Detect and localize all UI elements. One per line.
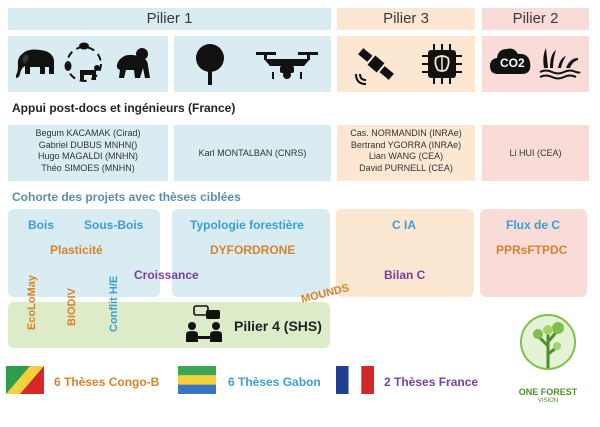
co2-cloud-icon: [490, 48, 531, 74]
project-cia: C IA: [392, 218, 416, 232]
project-box-4: [480, 209, 587, 297]
pilier-1-header-box: [8, 8, 331, 30]
project-sous-bois: Sous-Bois: [84, 218, 144, 232]
project-box-3: [336, 209, 474, 297]
legend-gabon: 6 Thèses Gabon: [228, 375, 321, 389]
appui-section-title: Appui post-docs et ingénieurs (France): [12, 101, 236, 115]
legend-france: 2 Thèses France: [384, 375, 479, 389]
project-bois: Bois: [28, 218, 55, 232]
project-box-1: [8, 209, 160, 297]
project-typologie: Typologie forestière: [190, 218, 304, 232]
staff-list-1: Begum KACAMAK (Cirad) Gabriel DUBUS MNHN…: [8, 128, 168, 174]
project-plasticite: Plasticité: [50, 243, 103, 257]
pilier-4-box: [8, 302, 330, 348]
drone-icon: [256, 52, 318, 79]
staff-name: Théo SIMOES (MNHN): [41, 162, 135, 173]
staff-name: Lian WANG (CEA): [368, 151, 444, 161]
pilier-2-label: Pilier 2: [512, 10, 559, 27]
project-pprsftpdc: PPRsFTPDC: [496, 243, 568, 257]
project-croissance: Croissance: [134, 268, 199, 282]
legend-congo: 6 Thèses Congo-B: [54, 375, 160, 389]
staff-box-2: [174, 125, 331, 181]
ai-chip-icon: [422, 44, 462, 84]
discussion-people-icon: [186, 305, 222, 342]
project-conflit-he: Conflit H/E: [108, 275, 120, 332]
project-dyfordrone: DYFORDRONE: [210, 243, 296, 257]
pilier-1-label: Pilier 1: [146, 10, 193, 27]
co2-label: CO2: [500, 56, 525, 70]
staff-box-3: [337, 125, 475, 181]
staff-box-1: [8, 125, 168, 181]
logo-subtitle: VISION: [537, 398, 559, 404]
staff-name: Cas. NORMANDIN (INRAe): [350, 128, 462, 138]
staff-name: Gabriel DUBUS MNHN(): [38, 139, 138, 150]
elephant-icon: [16, 49, 54, 78]
staff-list-4: Li HUI (CEA): [482, 148, 589, 160]
staff-name: Hugo MAGALDI (MNHN): [37, 151, 138, 161]
gabon-flag-icon: [178, 366, 216, 394]
staff-box-4: [482, 125, 589, 181]
staff-name: David PURNELL (CEA): [359, 162, 453, 173]
tree-icon: [196, 44, 224, 85]
satellite-icon: [355, 48, 394, 85]
pilier-3-header-box: [337, 8, 475, 30]
congo-flag-icon: [6, 366, 44, 394]
staff-name: Bertrand YGORRA (INRAe): [350, 139, 462, 150]
pilier-4-label: Pilier 4 (SHS): [234, 318, 322, 334]
project-box-2: [172, 209, 330, 297]
biodiversity-cycle-icon: [64, 42, 102, 82]
staff-list-2: Karl MONTALBAN (CNRS): [174, 148, 331, 160]
pilier-3-label: Pilier 3: [383, 10, 429, 27]
gorilla-icon: [116, 48, 150, 78]
project-biodiv: BIODIV: [66, 288, 78, 326]
staff-list-3: Cas. NORMANDIN (INRAe) Bertrand YGORRA (…: [337, 128, 475, 174]
staff-name: Li HUI (CEA): [509, 148, 562, 158]
cohorte-section-title: Cohorte des projets avec thèses ciblées: [12, 190, 241, 204]
staff-name: Karl MONTALBAN (CNRS): [198, 148, 307, 158]
logo-name: ONE FOREST: [518, 387, 578, 397]
project-ecolomay: EcoLoMay: [26, 274, 38, 330]
france-flag-icon: [336, 366, 374, 394]
project-flux-de-c: Flux de C: [506, 218, 561, 232]
staff-name: Begum KACAMAK (Cirad): [35, 128, 141, 138]
wetland-icon: [539, 48, 581, 80]
project-bilan-c: Bilan C: [384, 268, 426, 282]
one-forest-vision-logo: [520, 314, 576, 370]
pilier-2-header-box: [482, 8, 589, 30]
